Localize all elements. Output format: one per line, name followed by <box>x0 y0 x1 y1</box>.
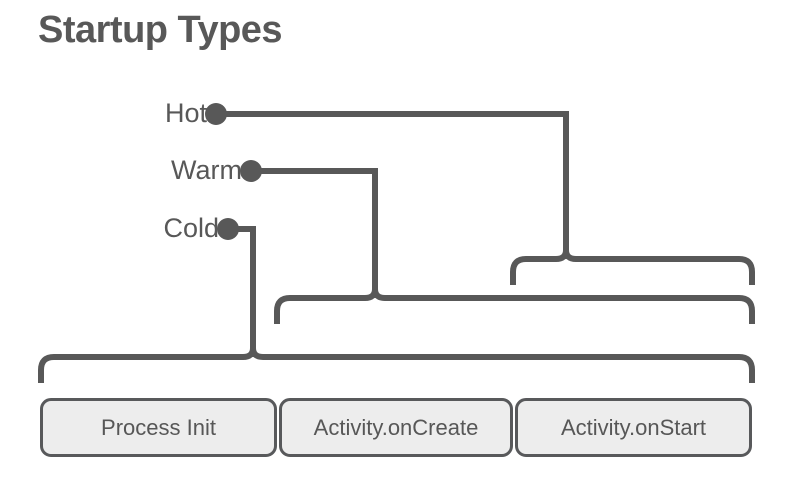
cold-dot <box>217 218 239 240</box>
warm-connector-line <box>251 168 378 298</box>
cold-brace <box>38 347 755 383</box>
hot-connector-group <box>205 103 755 285</box>
row-label-warm: Warm <box>171 155 242 185</box>
stage-box-process-init[interactable]: Process Init <box>40 398 277 457</box>
cold-connector-group <box>38 218 755 383</box>
row-label-cold: Cold <box>163 213 219 243</box>
hot-dot <box>205 103 227 125</box>
stage-box-activity-oncreate[interactable]: Activity.onCreate <box>279 398 513 457</box>
warm-dot <box>240 160 262 182</box>
hot-brace <box>510 249 755 285</box>
cold-connector-line <box>228 226 256 357</box>
page-title: Startup Types <box>38 9 283 51</box>
row-label-hot: Hot <box>164 98 207 128</box>
warm-connector-group <box>240 160 755 324</box>
stage-box-activity-onstart[interactable]: Activity.onStart <box>515 398 752 457</box>
warm-brace <box>274 288 755 324</box>
hot-connector-line <box>216 111 569 259</box>
